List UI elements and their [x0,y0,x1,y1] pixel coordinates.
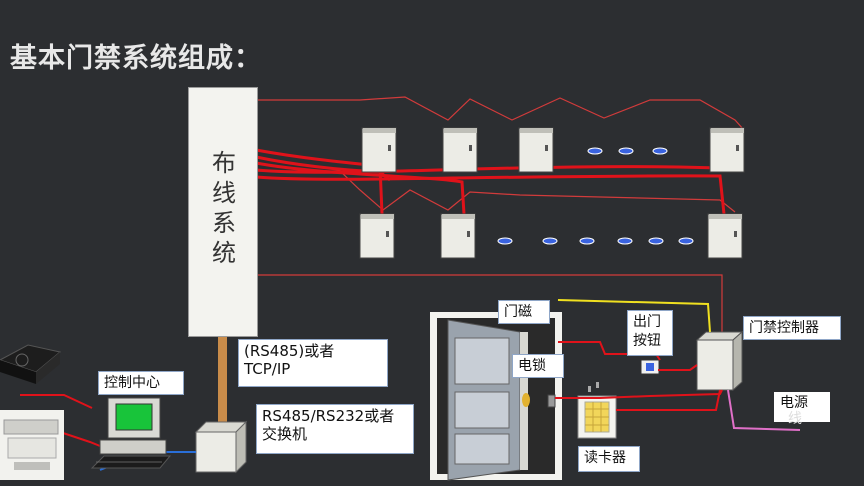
exit-button-line: 出门 [633,314,661,330]
door-icon [430,312,562,481]
wiring-char: 线 [212,179,236,207]
ellipsis-dots-top [587,147,668,155]
controller-top-1 [361,127,397,173]
ellipsis-dots-bottom [497,237,694,245]
rs-switch-line: 交换机 [262,425,308,443]
power-supply-label: 电源 线 [774,392,830,427]
controller-top-2 [442,127,478,173]
access-controller-icon [695,330,744,392]
rs485-tcp-line: TCP/IP [244,360,291,378]
computer-icon [90,397,172,469]
grey-dashes [588,382,599,392]
exit-button-line: 按钮 [633,333,661,349]
controller-top-4 [709,127,745,173]
keypad-reader-icon [577,395,617,439]
pink-wire [727,389,801,431]
door-magnet-label: 门磁 [498,300,550,324]
access-controller-label: 门禁控制器 [743,316,841,340]
controller-bottom-1 [359,213,395,259]
yellow-wire [557,299,711,333]
rs485-tcp-label: (RS485)或者 TCP/IP [238,339,388,387]
exit-button-icon [640,359,660,375]
thick-red-wires [255,148,726,215]
wiring-char: 统 [212,239,236,267]
card-reader-label: 读卡器 [578,446,640,472]
wiring-char: 系 [212,209,236,237]
rs-switch-label: RS485/RS232或者 交换机 [256,404,414,454]
desktop-card-reader-icon [0,344,62,384]
exit-button-label: 出门 按钮 [627,310,673,356]
page-title: 基本门禁系统组成： [10,43,262,74]
controller-bottom-2 [440,213,476,259]
control-center-label: 控制中心 [98,371,184,395]
electric-lock-label: 电锁 [512,354,564,378]
door-area-red-wires [555,341,723,411]
wiring-system-box [188,87,258,337]
controller-top-3 [518,127,554,173]
power-supply-line: 线 [788,411,802,427]
converter-box [194,420,248,474]
printer-icon [0,410,64,480]
controller-bottom-3 [707,213,743,259]
wiring-char: 布 [212,149,236,177]
wiring-system-label: 布 线 系 统 [210,148,238,268]
trunk-connector [218,335,227,425]
power-supply-line: 电源 [780,395,808,411]
rs-switch-line: RS485/RS232或者 [262,407,395,425]
rs485-tcp-line: (RS485)或者 [244,342,335,360]
